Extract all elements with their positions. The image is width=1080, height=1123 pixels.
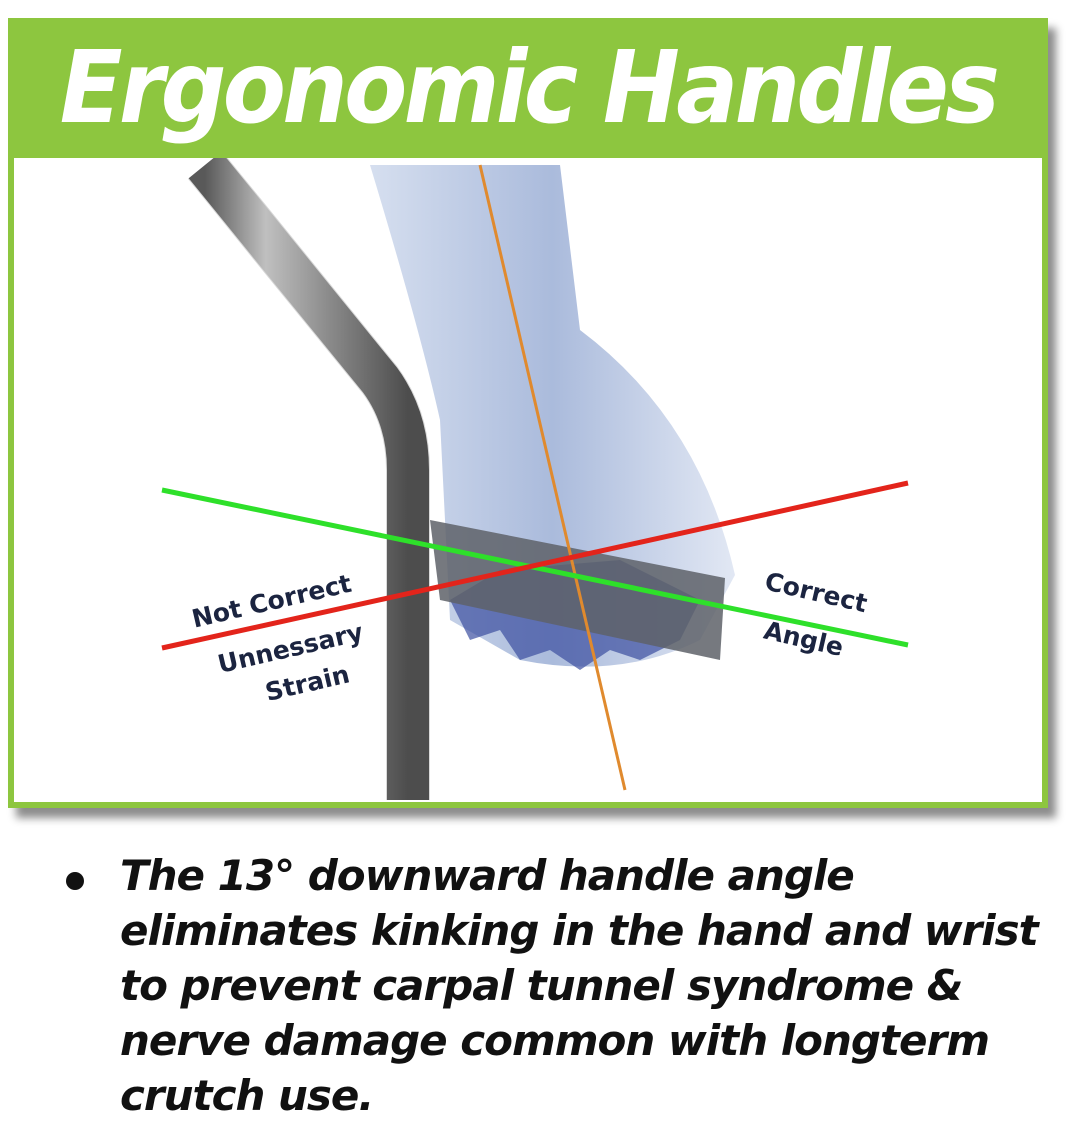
bullet-text: The 13° downward handle angle eliminates… bbox=[120, 851, 1039, 1120]
banner-frame: Ergonomic Handles Not Correct Unnessary bbox=[8, 18, 1048, 808]
strain-label: Strain bbox=[263, 659, 353, 706]
xray-illustration-panel: Not Correct Unnessary Strain Correct Ang… bbox=[14, 158, 1042, 802]
xray-diagram: Not Correct Unnessary Strain Correct Ang… bbox=[161, 158, 909, 800]
orange-axis-line bbox=[478, 164, 627, 791]
correct-label: Correct bbox=[762, 567, 870, 619]
red-incorrect-line bbox=[161, 480, 909, 651]
page-title: Ergonomic Handles bbox=[59, 28, 1000, 146]
bullet-icon bbox=[66, 872, 84, 890]
crutch-tube bbox=[188, 158, 429, 800]
